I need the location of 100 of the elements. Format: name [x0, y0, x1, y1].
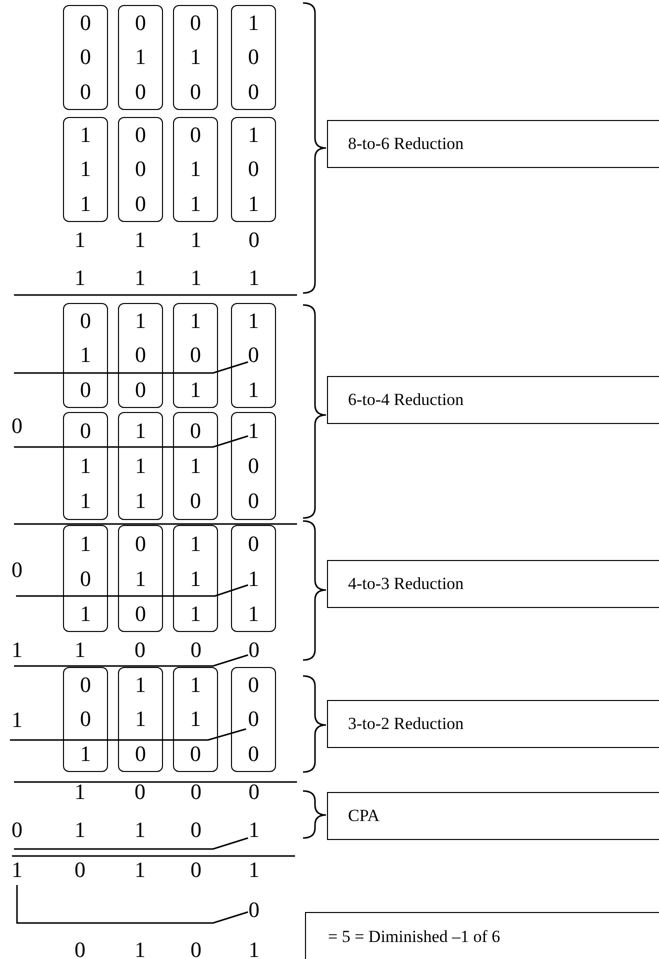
bit-group [231, 5, 276, 110]
bit-digit: 0 [248, 452, 259, 480]
bit-digit: 0 [134, 779, 146, 805]
bit-digit: 0 [74, 937, 86, 959]
bit-digit: 1 [12, 857, 22, 883]
bit-digit: 1 [134, 937, 146, 959]
bit-digit: 0 [248, 487, 259, 516]
bit-digit: 1 [134, 817, 146, 843]
bit-digit: 0 [190, 78, 201, 106]
bit-digit: 1 [74, 779, 86, 805]
bit-digit: 0 [190, 341, 201, 370]
bit-group [173, 303, 218, 408]
bit-digit: 1 [248, 121, 259, 150]
bit-digit: 1 [80, 740, 91, 768]
bit-digit: 1 [248, 857, 260, 883]
stage-label-box [327, 120, 659, 168]
bit-digit: 1 [248, 564, 259, 592]
stage-label: 4-to-3 Reduction [348, 573, 464, 596]
bit-digit: 0 [248, 530, 259, 558]
bit-digit: 0 [80, 705, 91, 734]
bit-group [63, 412, 108, 520]
bit-group [63, 5, 108, 110]
bit-digit: 0 [190, 937, 202, 959]
bit-digit: 1 [248, 416, 259, 445]
bit-digit: 1 [190, 376, 201, 404]
stage-label: 6-to-4 Reduction [348, 389, 464, 412]
bit-digit: 1 [80, 530, 91, 558]
bit-digit: 1 [135, 416, 146, 445]
bit-digit: 1 [80, 121, 91, 150]
bit-digit: 0 [248, 705, 259, 734]
bit-digit: 0 [80, 376, 91, 404]
bit-digit: 1 [190, 227, 202, 253]
bit-digit: 1 [190, 307, 201, 336]
bit-digit: 1 [80, 190, 91, 218]
stage-label: = 5 = Diminished –1 of 6 [328, 926, 500, 948]
bit-digit: 0 [135, 78, 146, 106]
bit-digit: 1 [248, 307, 259, 336]
bit-digit: 1 [190, 190, 201, 218]
bit-group [63, 117, 108, 222]
bit-group [173, 117, 218, 222]
bit-digit: 1 [248, 817, 260, 843]
bit-group [63, 525, 108, 632]
bit-digit: 1 [190, 155, 201, 184]
bit-digit: 0 [248, 671, 259, 700]
bit-digit: 0 [80, 671, 91, 700]
bit-digit: 1 [190, 600, 201, 628]
bit-digit: 1 [248, 937, 260, 959]
bit-digit: 1 [74, 637, 86, 663]
bit-digit: 1 [135, 452, 146, 480]
bit-digit: 0 [248, 779, 260, 805]
bit-digit: 0 [190, 779, 202, 805]
bit-digit: 1 [190, 705, 201, 734]
bit-digit: 0 [135, 121, 146, 150]
bit-digit: 0 [135, 740, 146, 768]
bit-digit: 0 [248, 43, 259, 72]
bit-digit: 1 [80, 600, 91, 628]
bit-group [63, 303, 108, 408]
bit-digit: 0 [80, 564, 91, 592]
bit-digit: 0 [134, 637, 146, 663]
bit-digit: 0 [74, 857, 86, 883]
bit-digit: 1 [135, 307, 146, 336]
bit-group [118, 667, 163, 772]
bit-digit: 0 [190, 637, 202, 663]
stage-label-box [327, 792, 659, 840]
bit-digit: 1 [190, 265, 202, 291]
bit-group [173, 525, 218, 632]
bit-digit: 1 [80, 341, 91, 370]
bit-digit: 0 [190, 817, 202, 843]
bit-group [231, 525, 276, 632]
bit-digit: 1 [80, 452, 91, 480]
bit-digit: 1 [74, 227, 86, 253]
bit-digit: 1 [190, 452, 201, 480]
bit-digit: 1 [248, 600, 259, 628]
bit-digit: 0 [248, 341, 259, 370]
bit-digit: 0 [80, 416, 91, 445]
bit-group [63, 667, 108, 772]
bit-digit: 1 [135, 43, 146, 72]
bit-digit: 1 [190, 530, 201, 558]
bit-digit: 0 [248, 227, 260, 253]
bit-digit: 0 [248, 155, 259, 184]
bit-digit: 0 [190, 740, 201, 768]
bit-digit: 1 [134, 227, 146, 253]
bit-group [118, 5, 163, 110]
bit-digit: 1 [190, 564, 201, 592]
stage-label-box [327, 560, 659, 608]
bit-digit: 1 [74, 265, 86, 291]
bit-digit: 1 [134, 265, 146, 291]
bit-digit: 0 [135, 376, 146, 404]
bit-digit: 0 [80, 43, 91, 72]
bit-digit: 1 [74, 817, 86, 843]
bit-digit: 0 [190, 9, 201, 38]
bit-group [173, 412, 218, 520]
bit-digit: 1 [248, 190, 259, 218]
bit-digit: 1 [134, 857, 146, 883]
bit-digit: 0 [190, 487, 201, 516]
stage-label: CPA [348, 805, 380, 828]
bit-digit: 0 [248, 897, 260, 923]
bit-digit: 1 [190, 671, 201, 700]
bit-digit: 0 [135, 190, 146, 218]
bit-digit: 0 [135, 530, 146, 558]
